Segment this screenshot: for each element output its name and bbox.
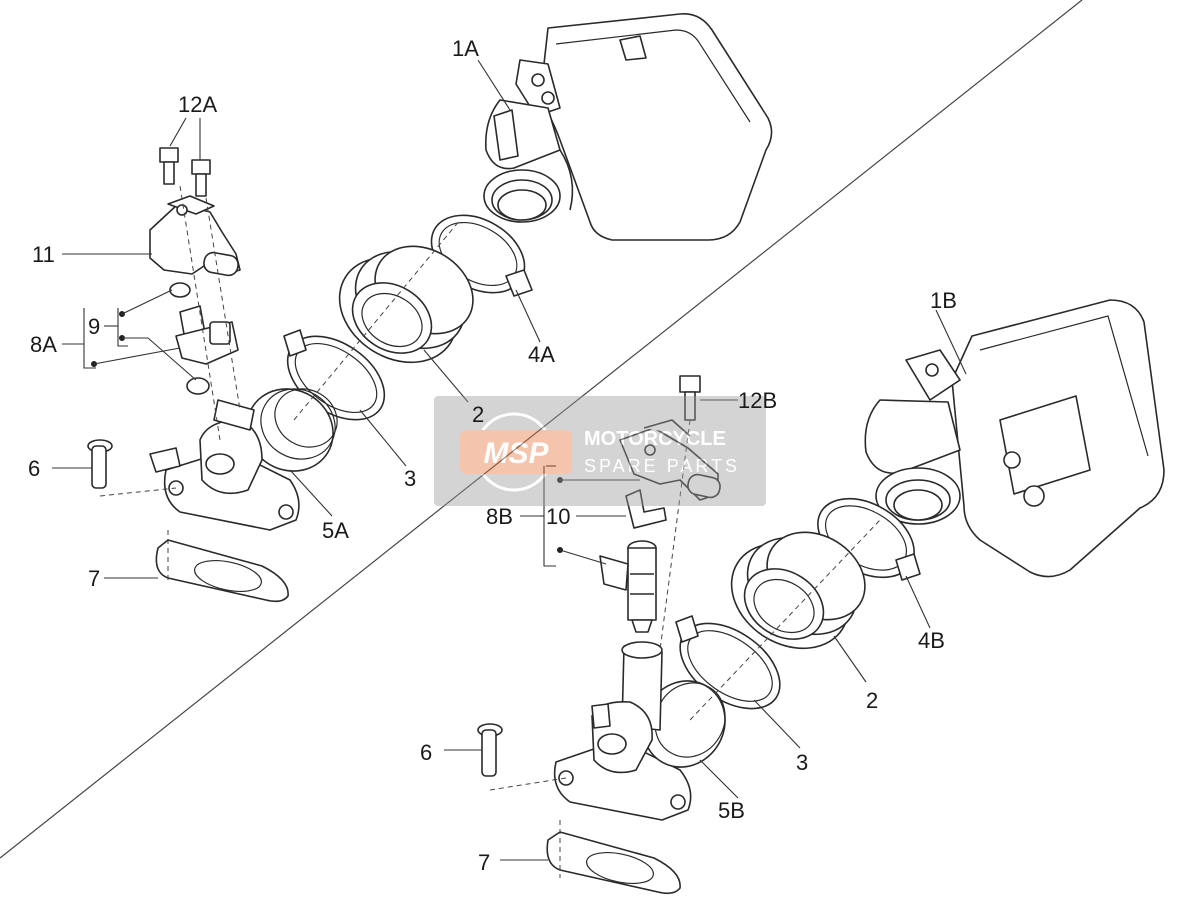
callout-7-upper: 7 [88,566,100,591]
gasket-7-upper [155,539,289,603]
watermark-line2: SPARE PARTS [584,456,740,476]
section-divider-line [0,0,1083,859]
fuel-connector-lower [619,419,721,501]
callout-5a: 5A [322,518,349,543]
callout-labels: 1A 12A 11 9 8A 6 7 5A 3 2 4A 1B 12B 8B 1… [28,36,957,875]
callout-7-lower: 7 [478,850,490,875]
callout-2-upper: 2 [472,402,484,427]
callout-6-upper: 6 [28,456,40,481]
callout-8a: 8A [30,332,57,357]
throttle-body-1b [864,299,1165,578]
watermark-logo: MSP [483,437,549,470]
o-ring-9 [169,282,210,395]
callout-3-upper: 3 [404,466,416,491]
callout-9: 9 [88,314,100,339]
callout-12a: 12A [178,92,217,117]
assembly-axis-lines [99,185,881,878]
watermark-line1: MOTORCYCLE [584,428,726,450]
injector-holder-5b [553,641,726,821]
leader-lines [52,59,967,861]
callout-6-lower: 6 [420,740,432,765]
screw-6-lower [477,723,503,777]
fuel-rail-11 [149,195,241,277]
retaining-clip-10 [625,489,667,529]
injector-8a [175,305,239,365]
callout-12b: 12B [738,388,777,413]
callout-1a: 1A [452,36,479,61]
callout-10: 10 [546,504,570,529]
intake-manifold-rubber-2-upper [338,245,474,364]
callout-3-lower: 3 [796,750,808,775]
callout-4b: 4B [918,628,945,653]
injector-8b [599,540,657,633]
injector-holder-5a [149,388,338,531]
screw-6-upper [87,439,113,489]
callout-5b: 5B [718,798,745,823]
intake-manifold-rubber-2-lower [730,531,866,650]
callout-2-lower: 2 [866,688,878,713]
bolt-12a [159,147,211,197]
callout-1b: 1B [930,288,957,313]
gasket-7-lower [546,831,681,895]
callout-11: 11 [32,242,55,267]
callout-8b: 8B [486,504,513,529]
callout-4a: 4A [528,342,555,367]
watermark: MSP MOTORCYCLE SPARE PARTS [434,396,766,506]
throttle-body-1a [483,13,773,241]
